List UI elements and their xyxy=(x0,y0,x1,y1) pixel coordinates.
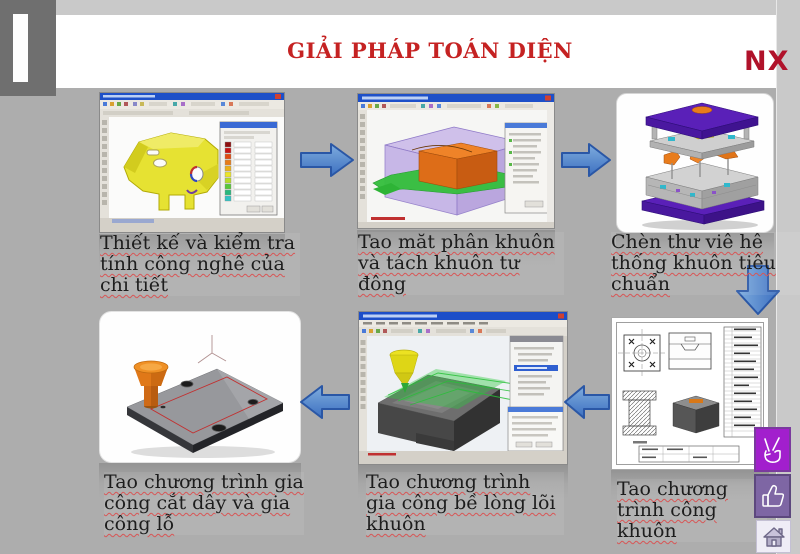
arrow-left-1 xyxy=(563,383,611,425)
thumbs-up-icon xyxy=(761,484,784,507)
corner-white-bar xyxy=(13,14,28,82)
reflection-5 xyxy=(358,465,568,499)
caption-standard-moldbase: Chèn thư viê hê thống khuôn tiêu chuẩn xyxy=(611,232,800,295)
nav-thumbs-up-button[interactable] xyxy=(754,474,791,518)
arrow-down-1 xyxy=(735,264,781,320)
screenshot-cam-machining xyxy=(358,311,568,465)
moldbase-render xyxy=(616,93,774,233)
image-mold-drawing xyxy=(611,317,769,470)
nx-logo: NX xyxy=(744,46,790,77)
nav-victory-button[interactable] xyxy=(754,427,791,472)
cam-image xyxy=(358,311,568,465)
caption-parting-split: Tao măt phân khuôn và tách khuôn tư đông xyxy=(358,232,564,295)
image-moldbase-assembly xyxy=(616,93,774,233)
reflection-3 xyxy=(616,233,774,267)
home-icon xyxy=(762,526,785,547)
arrow-right-1 xyxy=(299,141,355,183)
screenshot-design-check xyxy=(99,92,285,233)
plate-render xyxy=(99,311,301,463)
corner-dark-block xyxy=(0,0,56,96)
image-wirecut-plate xyxy=(99,311,301,463)
caption-design-check: Thiết kế và kiểm tra tính công nghê của … xyxy=(100,233,300,296)
victory-hand-icon xyxy=(763,436,781,463)
drawing-sheet xyxy=(611,317,769,470)
outer-top-strip xyxy=(0,0,800,15)
caption-wirecut-holes: Tao chương trình gia công cắt dây và gia… xyxy=(104,471,304,535)
reflection-1 xyxy=(99,234,285,272)
slide-title: GIẢI PHÁP TOÁN DIỆN xyxy=(287,38,573,63)
reflection-6 xyxy=(99,463,301,499)
mold-split-image xyxy=(357,93,555,229)
nav-home-button[interactable] xyxy=(756,520,791,553)
reflection-4 xyxy=(611,470,769,500)
caption-core-cavity: Tao chương trình gia công bề lòng lõi kh… xyxy=(366,472,564,535)
screenshot-parting-split xyxy=(357,93,555,229)
reflection-2 xyxy=(357,230,555,266)
cad-yellow-part-image xyxy=(99,92,285,233)
arrow-left-2 xyxy=(299,383,351,425)
arrow-right-2 xyxy=(560,141,612,183)
caption-mold-drawing: Tao chương trình công khuôn xyxy=(617,479,767,542)
header-band xyxy=(36,15,776,88)
